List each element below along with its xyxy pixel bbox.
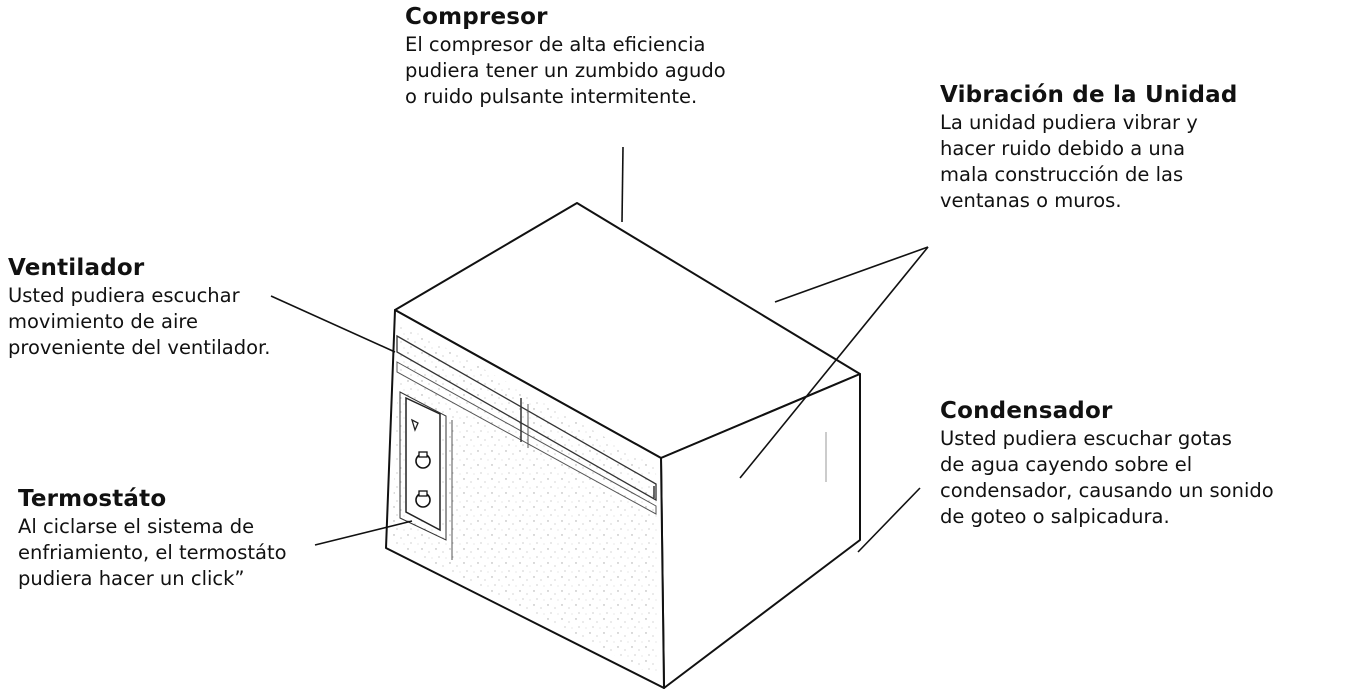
front-grille: [392, 322, 658, 678]
callout-line: El compresor de alta eficiencia: [405, 33, 706, 56]
callout-line: mala construcción de las: [940, 163, 1184, 186]
callout-condensador: Condensador Usted pudiera escuchar gotas…: [940, 396, 1274, 530]
callout-termostato: Termostáto Al ciclarse el sistema de enf…: [18, 484, 287, 592]
callout-line: pudiera hacer un click”: [18, 567, 245, 590]
callout-ventilador: Ventilador Usted pudiera escuchar movimi…: [8, 253, 270, 361]
callout-line: hacer ruido debido a una: [940, 137, 1186, 160]
callout-title: Compresor: [405, 4, 548, 30]
control-panel-frame: [399, 391, 447, 541]
callout-line: condensador, causando un sonido: [940, 479, 1274, 502]
callout-title: Vibración de la Unidad: [940, 82, 1238, 108]
callout-title: Condensador: [940, 398, 1113, 424]
callout-line: Usted pudiera escuchar gotas: [940, 427, 1232, 450]
callout-line: Usted pudiera escuchar: [8, 284, 240, 307]
callout-line: Al ciclarse el sistema de: [18, 515, 255, 538]
callout-line: o ruido pulsante intermitente.: [405, 85, 698, 108]
callout-title: Ventilador: [8, 255, 145, 281]
callout-title: Termostáto: [18, 486, 167, 512]
top-vent-band: [396, 334, 657, 502]
callout-line: de goteo o salpicadura.: [940, 505, 1170, 528]
callout-line: proveniente del ventilador.: [8, 336, 271, 359]
leader-ventilador: [270, 295, 396, 353]
callout-line: pudiera tener un zumbido agudo: [405, 59, 726, 82]
leader-vibracion-top: [774, 246, 929, 303]
callout-line: movimiento de aire: [8, 310, 198, 333]
leader-compresor: [621, 146, 624, 223]
top-vent-inner: [396, 361, 657, 515]
leader-vibracion-front: [739, 246, 929, 479]
callout-line: de agua cayendo sobre el: [940, 453, 1193, 476]
callout-compresor: Compresor El compresor de alta eficienci…: [405, 2, 726, 110]
indicator-icon: [410, 418, 419, 432]
leader-termostato: [314, 520, 413, 546]
callout-line: La unidad pudiera vibrar y: [940, 111, 1198, 134]
callout-line: ventanas o muros.: [940, 189, 1122, 212]
callout-line: enfriamiento, el termostáto: [18, 541, 287, 564]
callout-vibracion: Vibración de la Unidad La unidad pudiera…: [940, 80, 1238, 214]
leader-condensador: [857, 487, 921, 553]
